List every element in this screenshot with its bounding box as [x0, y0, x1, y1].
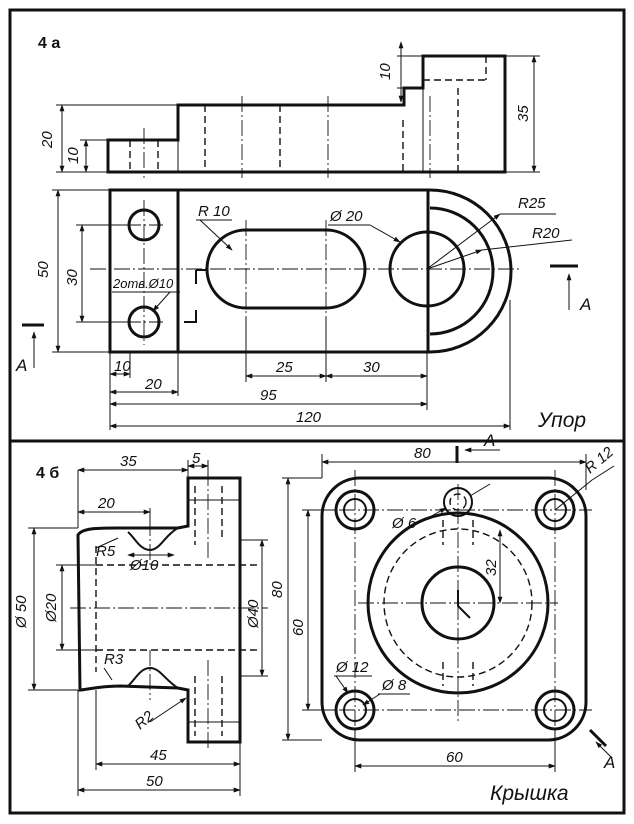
section-mark-A-left: A — [15, 356, 27, 375]
dim-120-bottom: 120 — [296, 409, 322, 426]
dim-5: 5 — [192, 450, 201, 467]
panel-4a: 4 а 10 35 20 — [15, 35, 591, 432]
dim-35: 35 — [120, 453, 137, 470]
dim-45: 45 — [150, 747, 167, 764]
dim-50-height: 50 — [35, 261, 52, 278]
dim-20-height: 20 — [39, 131, 56, 149]
dim-80-top: 80 — [414, 445, 431, 462]
dim-r12: R 12 — [582, 443, 618, 477]
dim-dia10: Ø10 — [129, 557, 159, 574]
panel-label-4b: 4 б — [36, 465, 59, 482]
title-kryshka: Крышка — [490, 782, 569, 805]
dim-dia50: Ø 50 — [13, 595, 30, 629]
dim-20: 20 — [97, 495, 115, 512]
dim-holes: 2отв.Ø10 — [112, 276, 174, 291]
dim-r10: R 10 — [198, 203, 230, 220]
title-upor: Упор — [537, 409, 586, 432]
dim-dia8: Ø 8 — [381, 677, 407, 694]
dim-60-bottom: 60 — [446, 749, 463, 766]
dim-35-height: 35 — [515, 105, 532, 122]
dim-r2: R2 — [132, 707, 158, 733]
dim-50: 50 — [146, 773, 163, 790]
dim-dia20: Ø20 — [43, 593, 60, 623]
side-view-kryshka — [70, 470, 268, 750]
dim-dia20: Ø 20 — [329, 208, 363, 225]
dim-dia40: Ø40 — [245, 599, 262, 629]
dim-dia12: Ø 12 — [335, 659, 369, 676]
dim-10-height: 10 — [377, 63, 394, 80]
front-view-upor — [106, 54, 507, 178]
section-mark-A-top: A — [483, 431, 495, 450]
panel-4b: 4 б 35 5 20 — [13, 431, 617, 805]
dim-30-bottom: 30 — [363, 359, 380, 376]
section-mark-A-right: A — [579, 295, 591, 314]
dim-r20: R20 — [532, 225, 560, 242]
dim-20-bottom: 20 — [144, 376, 162, 393]
dim-r5: R5 — [96, 543, 116, 560]
sheet-frame — [8, 8, 626, 815]
dim-10-bottom: 10 — [114, 358, 131, 375]
dim-32: 32 — [483, 559, 500, 576]
dim-r3: R3 — [104, 651, 124, 668]
dim-dia6: Ø 6 — [391, 515, 417, 532]
dim-30-height: 30 — [64, 269, 81, 286]
section-mark-A-bottom: A — [603, 753, 615, 772]
dim-10-small: 10 — [65, 147, 82, 164]
top-view-upor — [90, 188, 520, 354]
dim-60-left: 60 — [290, 619, 307, 636]
plan-view-kryshka — [315, 470, 592, 748]
dim-95-bottom: 95 — [260, 387, 277, 404]
panel-label-4a: 4 а — [38, 35, 60, 52]
dim-r25: R25 — [518, 195, 546, 212]
dim-80-left: 80 — [269, 581, 286, 598]
dim-25-bottom: 25 — [275, 359, 293, 376]
